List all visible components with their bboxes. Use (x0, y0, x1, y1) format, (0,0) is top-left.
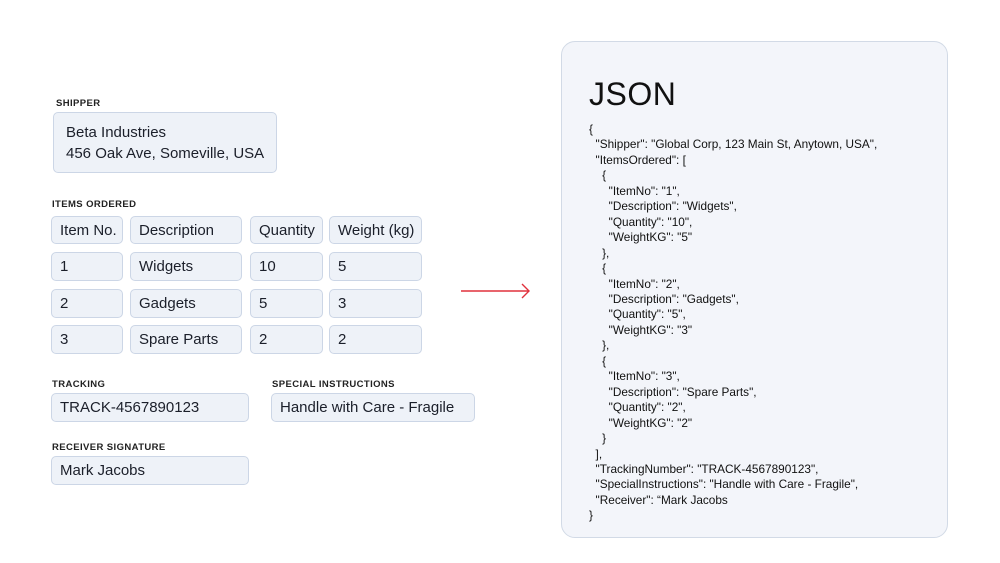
row2-quantity[interactable]: 5 (250, 289, 323, 318)
tracking-field[interactable]: TRACK-4567890123 (51, 393, 249, 422)
row3-weight[interactable]: 2 (329, 325, 422, 354)
row1-description[interactable]: Widgets (130, 252, 242, 281)
json-panel-title: JSON (589, 76, 677, 112)
shipper-label: SHIPPER (56, 98, 101, 109)
shipper-name: Beta Industries (66, 123, 167, 141)
tracking-label: TRACKING (52, 379, 106, 390)
row3-item-no[interactable]: 3 (51, 325, 123, 354)
header-description: Description (130, 216, 242, 244)
special-instructions-label: SPECIAL INSTRUCTIONS (272, 379, 395, 390)
right-arrow-icon (461, 283, 530, 299)
receiver-signature-label: RECEIVER SIGNATURE (52, 442, 166, 453)
row2-description[interactable]: Gadgets (130, 289, 242, 318)
receiver-signature-field[interactable]: Mark Jacobs (51, 456, 249, 485)
shipper-field[interactable]: Beta Industries 456 Oak Ave, Someville, … (53, 112, 277, 173)
row1-quantity[interactable]: 10 (250, 252, 323, 281)
header-weight: Weight (kg) (329, 216, 422, 244)
header-item-no: Item No. (51, 216, 123, 244)
row2-item-no[interactable]: 2 (51, 289, 123, 318)
row2-weight[interactable]: 3 (329, 289, 422, 318)
json-code-block: { "Shipper": "Global Corp, 123 Main St, … (589, 122, 878, 523)
row3-quantity[interactable]: 2 (250, 325, 323, 354)
row3-description[interactable]: Spare Parts (130, 325, 242, 354)
special-instructions-field[interactable]: Handle with Care - Fragile (271, 393, 475, 422)
row1-item-no[interactable]: 1 (51, 252, 123, 281)
row1-weight[interactable]: 5 (329, 252, 422, 281)
items-ordered-label: ITEMS ORDERED (52, 199, 137, 210)
json-panel: JSON { "Shipper": "Global Corp, 123 Main… (561, 41, 948, 538)
header-quantity: Quantity (250, 216, 323, 244)
shipper-address: 456 Oak Ave, Someville, USA (66, 144, 265, 162)
